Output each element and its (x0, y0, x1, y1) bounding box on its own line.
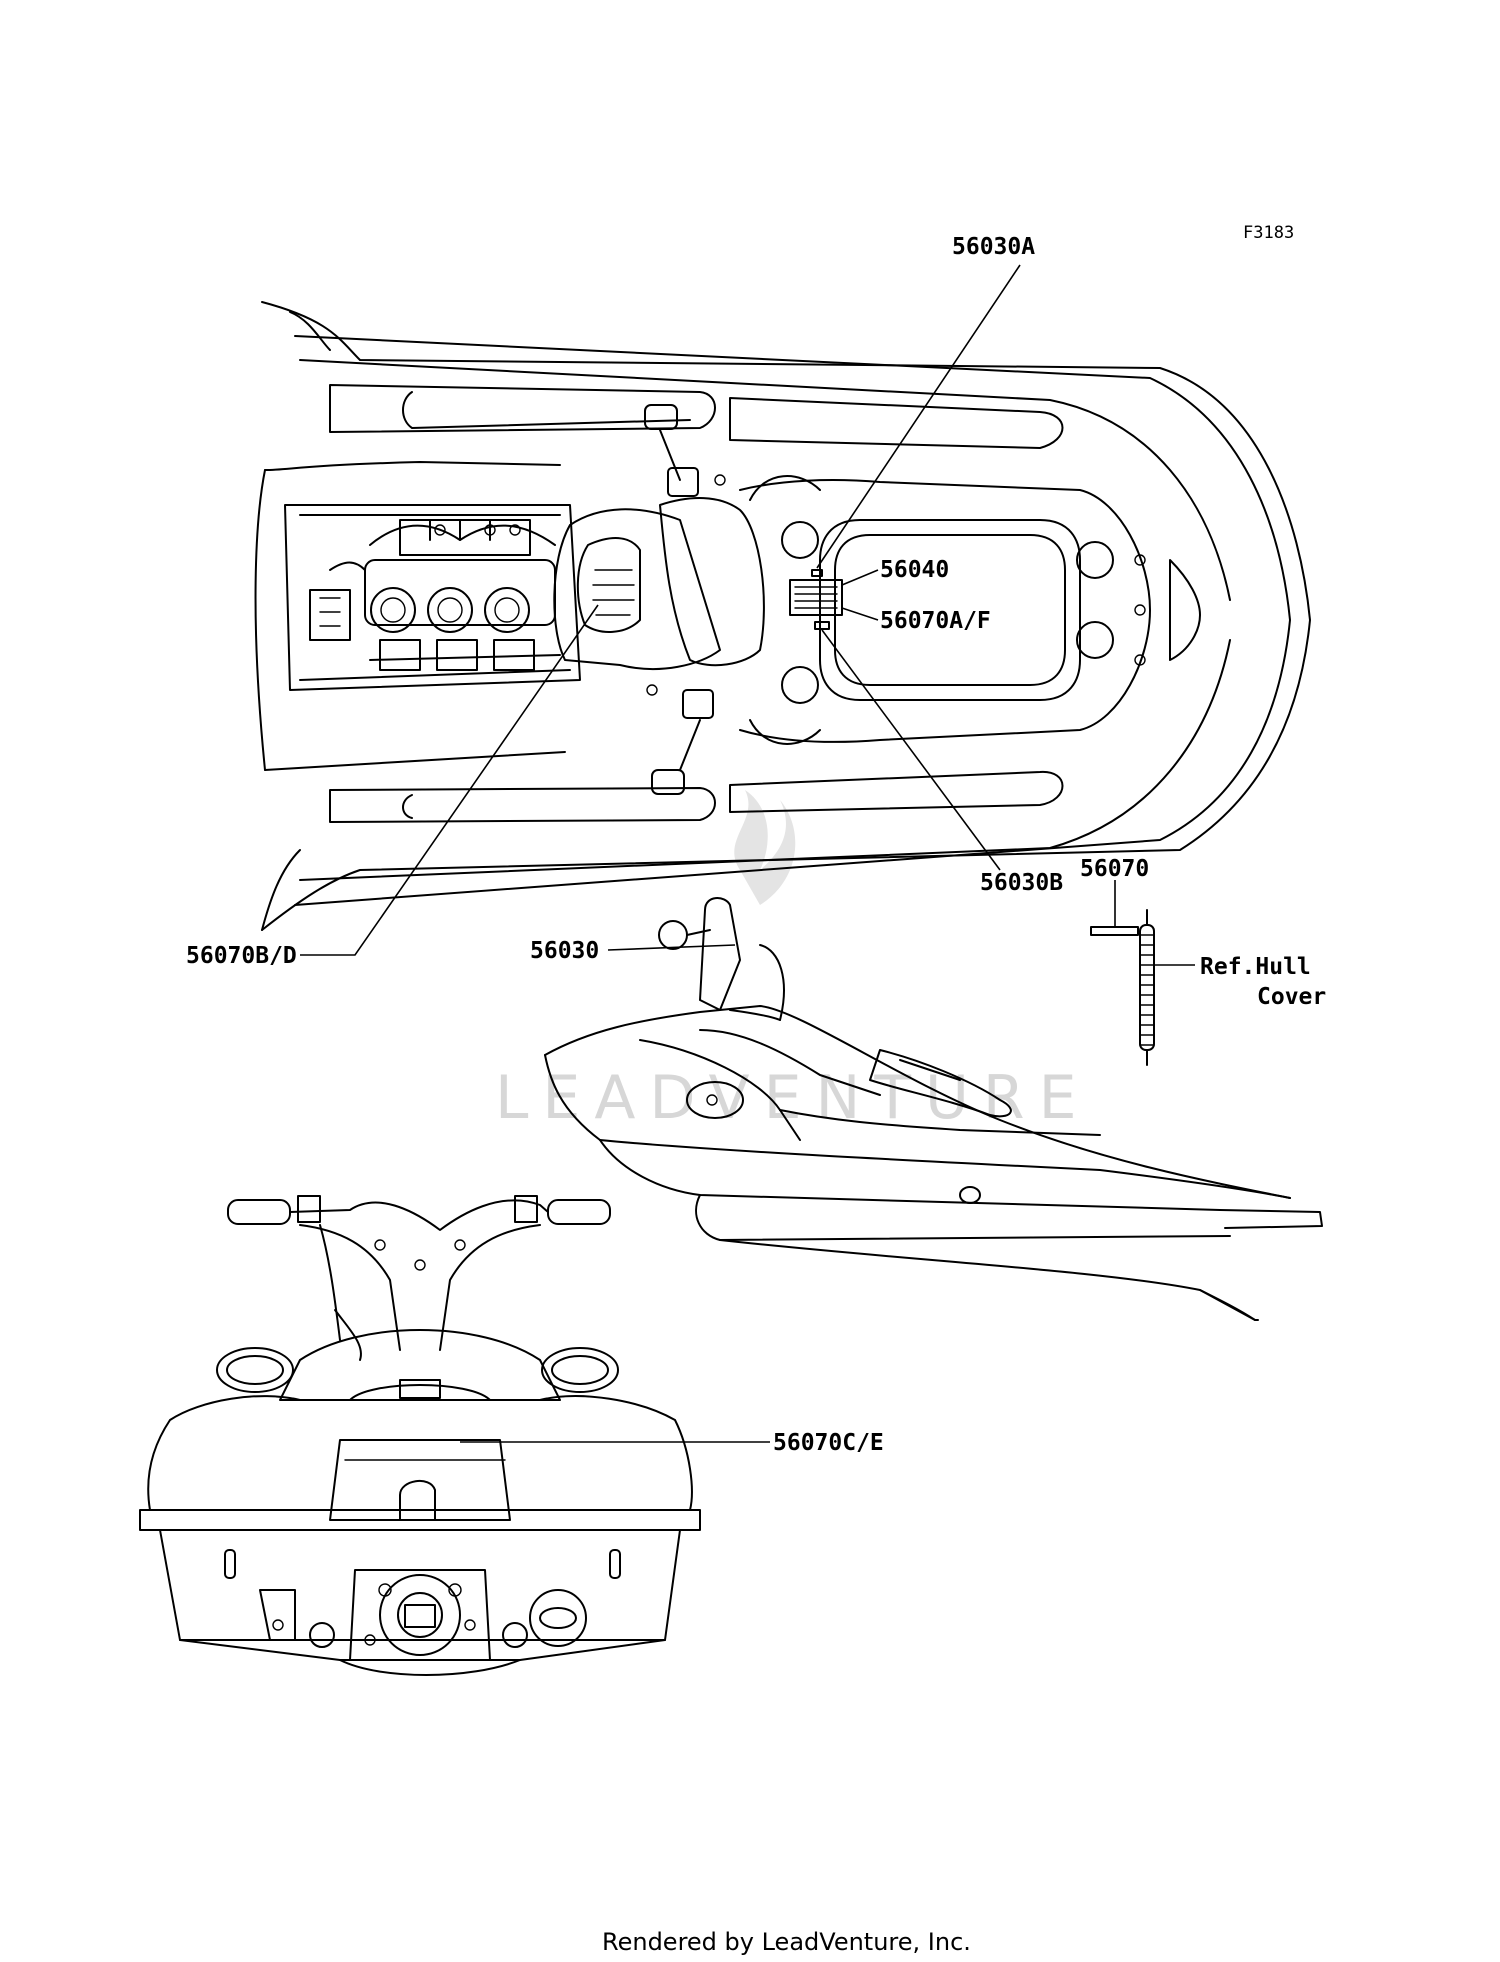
diagram-code: F3183 (1243, 223, 1294, 243)
callout-56040: 56040 (880, 557, 949, 583)
callout-labels: F3183 56030A 56040 56070A/F 56030B 56070… (186, 223, 1326, 1456)
engine-block (309, 519, 561, 671)
callout-56070C-E: 56070C/E (773, 1430, 884, 1456)
hull-cover-ref (1139, 924, 1155, 1051)
watermark-text: LEADVENTURE (495, 1063, 1091, 1133)
leader-lines (300, 264, 1195, 1443)
callout-ref-hull: Ref.Hull (1200, 954, 1311, 980)
callout-56030B: 56030B (980, 870, 1063, 896)
hull-cover-part (1090, 909, 1155, 1066)
top-view-hull (254, 301, 1311, 931)
callout-56070B-D: 56070B/D (186, 943, 297, 969)
decal-56070-strip (1090, 926, 1139, 936)
footer-credit: Rendered by LeadVenture, Inc. (602, 1928, 971, 1956)
leadventure-watermark: LEADVENTURE (495, 790, 1091, 1133)
rear-view-hull (139, 1195, 701, 1676)
callout-56070A-F: 56070A/F (880, 608, 991, 634)
callout-cover: Cover (1257, 984, 1326, 1010)
callout-56070: 56070 (1080, 856, 1149, 882)
callout-56030: 56030 (530, 938, 599, 964)
side-view-hull (544, 897, 1323, 1321)
callout-56030A: 56030A (952, 234, 1035, 260)
decal-56040-location (789, 579, 843, 616)
